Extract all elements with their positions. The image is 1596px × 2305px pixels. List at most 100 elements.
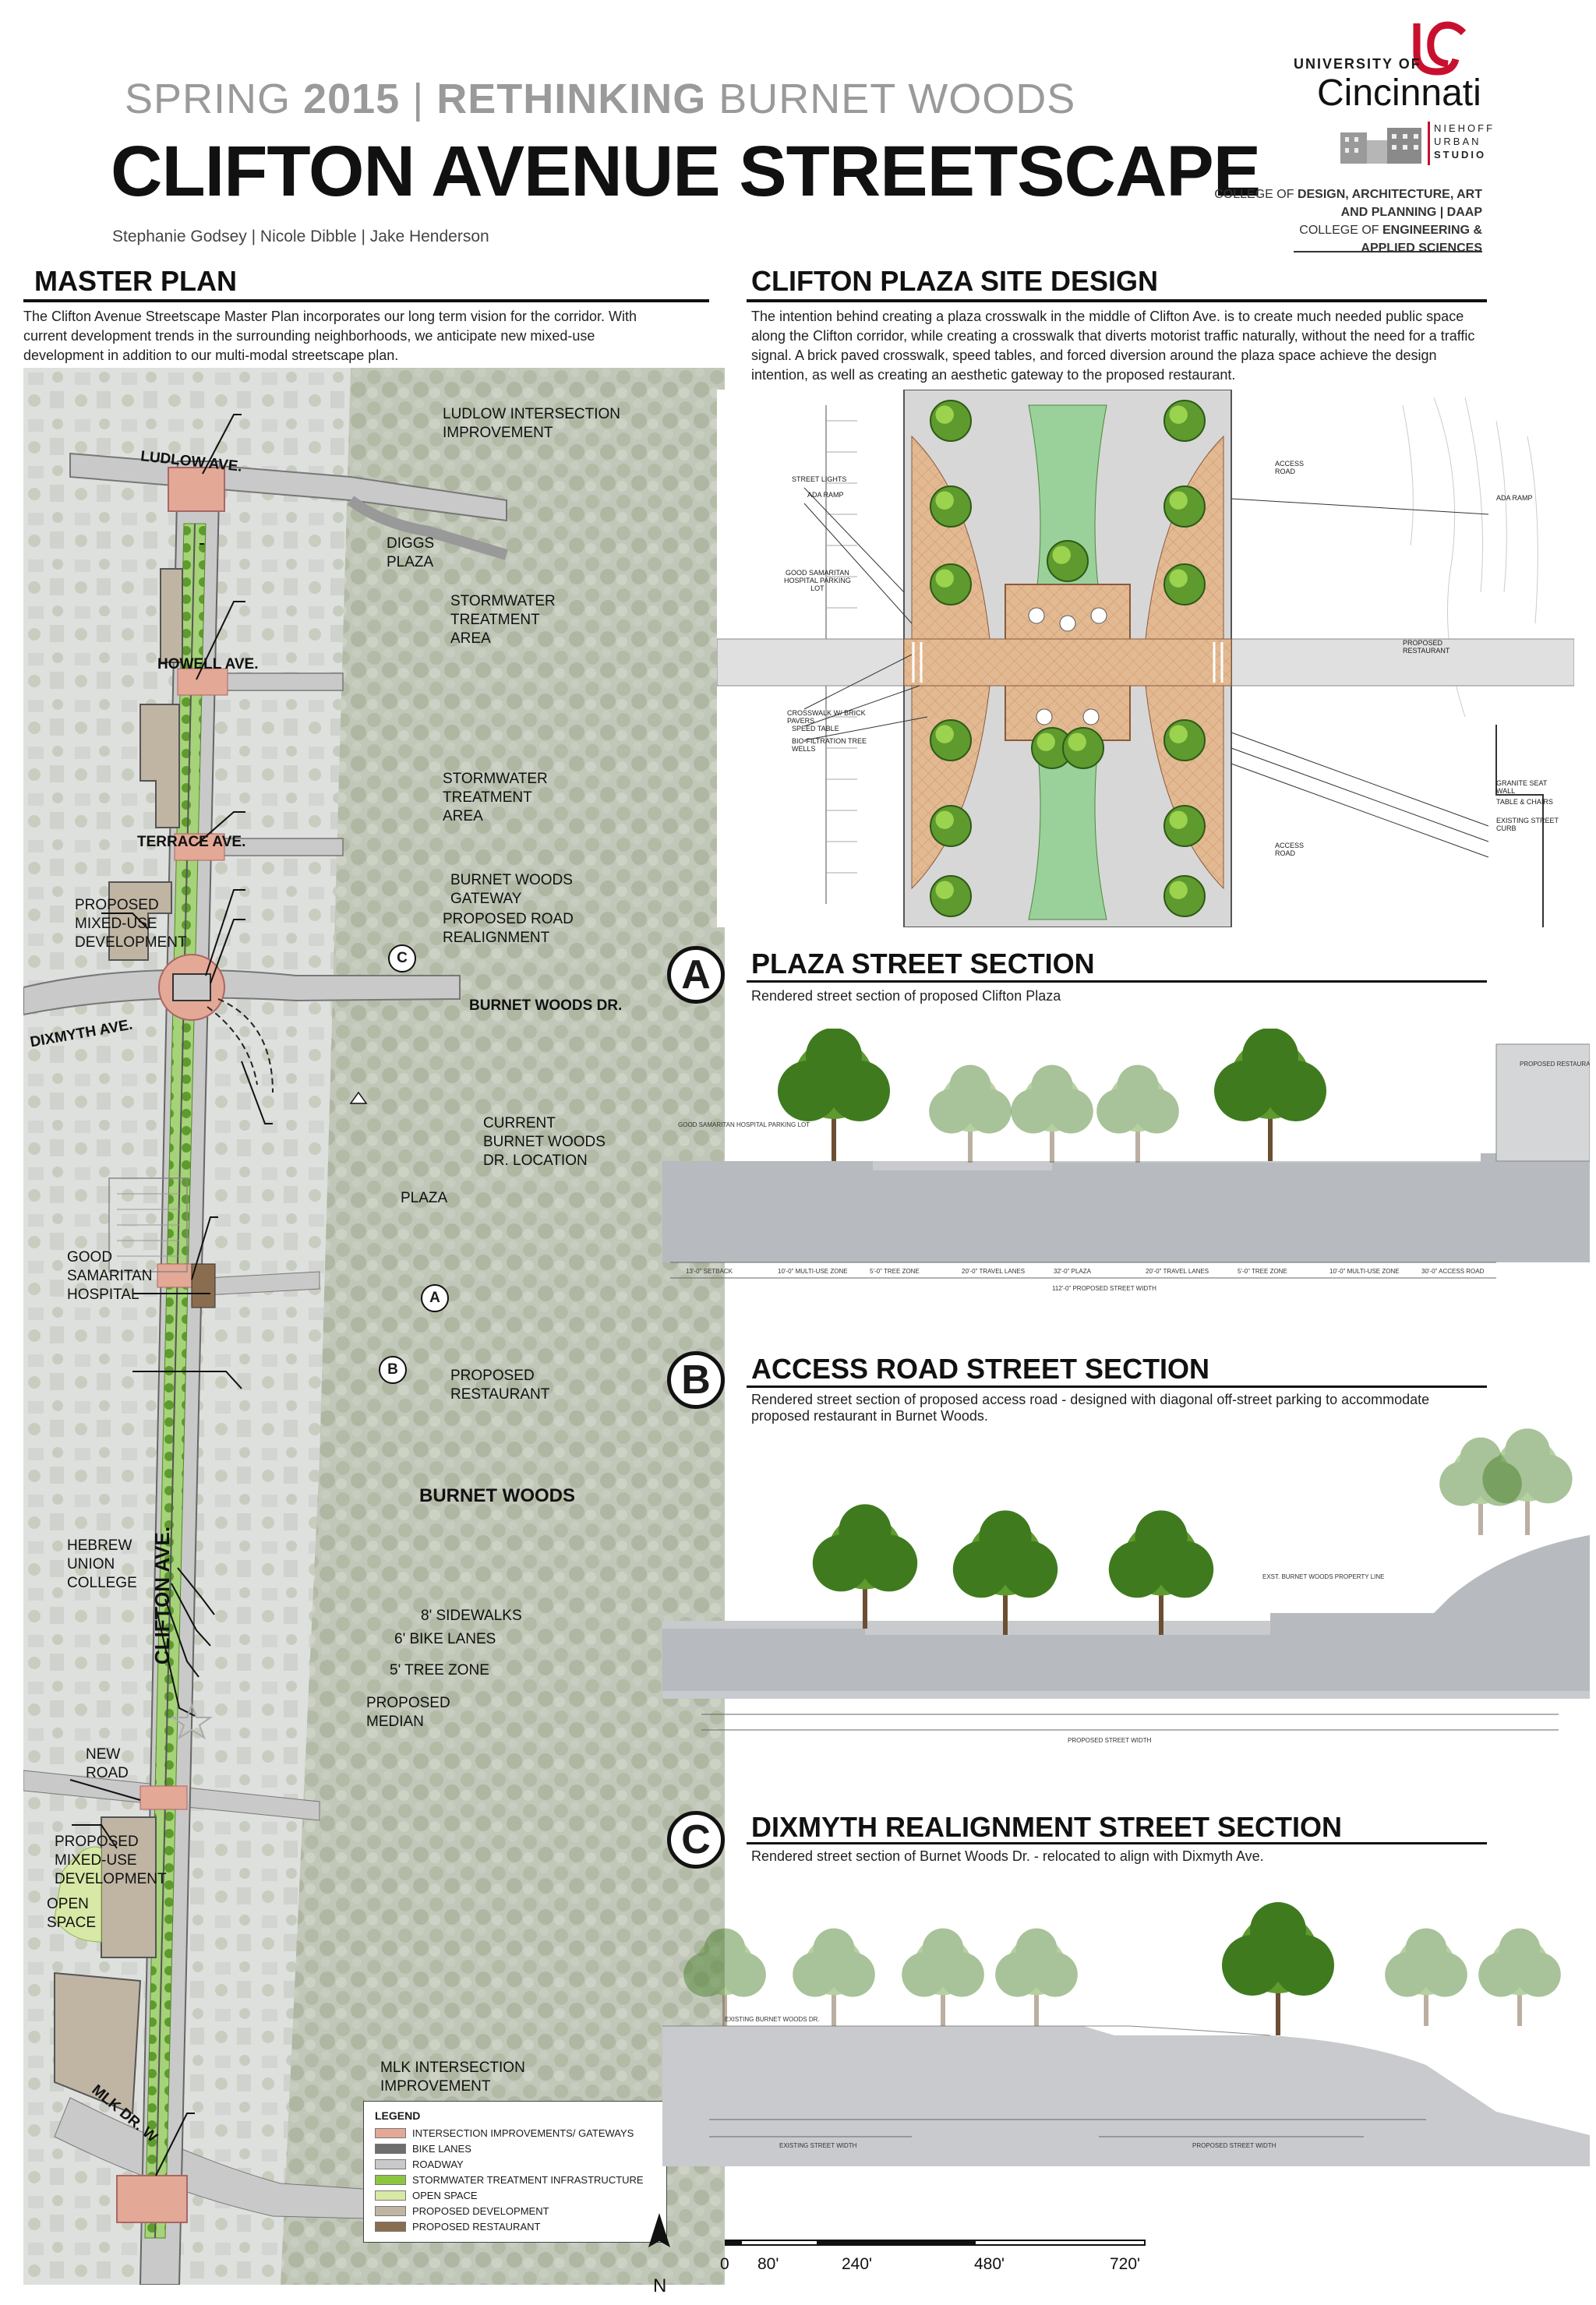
tree-icon [995, 1928, 1078, 2026]
legend-item: PROPOSED RESTAURANT [375, 2219, 655, 2234]
tree-canopy-icon [1163, 875, 1206, 917]
section-c-rule [747, 1842, 1487, 1844]
tree-canopy-icon [1163, 563, 1206, 605]
tree-canopy-icon [1163, 805, 1206, 847]
dimension-label: 5'-0" TREE ZONE [870, 1268, 920, 1275]
dimension-label: 20'-0" TRAVEL LANES [962, 1268, 1025, 1275]
label-burnet-woods: BURNET WOODS [419, 1485, 575, 1506]
legend-swatch [375, 2127, 406, 2138]
note-crosswalk: CROSSWALK W/ BRICK PAVERS [787, 709, 866, 725]
tree-icon [1108, 1510, 1214, 1635]
scale-480: 480' [974, 2255, 1005, 2273]
legend-label: BIKE LANES [412, 2142, 471, 2155]
plaza-site-plan-graphic [716, 389, 1575, 928]
section-c-graphic: EXISTING BURNET WOODS DR. EXISTING STREE… [662, 1902, 1590, 2166]
section-c-badge: C [667, 1811, 725, 1869]
section-b-drawing: PROPOSED STREET WIDTH EXST. BURNET WOODS… [662, 1426, 1590, 1753]
scale-240: 240' [842, 2255, 873, 2273]
section-marker-c[interactable]: C [388, 944, 416, 972]
label-current-location: CURRENT BURNET WOODS DR. LOCATION [483, 1115, 606, 1169]
tree-icon [902, 1928, 984, 2026]
urban-text: URBAN [1434, 136, 1481, 147]
legend-label: INTERSECTION IMPROVEMENTS/ GATEWAYS [412, 2127, 634, 2139]
label-diggs-plaza: DIGGS PLAZA [387, 535, 435, 570]
north-label: N [653, 2275, 667, 2296]
label-mixed-use-2: PROPOSED MIXED-USE DEVELOPMENT [55, 1834, 167, 1887]
tree-icon [812, 1504, 918, 1629]
label-tree-zone: 5' TREE ZONE [390, 1662, 489, 1678]
niehoff-text: NIEHOFF [1434, 122, 1495, 134]
note-proposed-restaurant: PROPOSED RESTAURANT [1403, 639, 1450, 655]
section-a-subtitle: Rendered street section of proposed Clif… [751, 988, 1061, 1004]
note-access-road-2: ACCESS ROAD [1275, 842, 1305, 857]
note-ada-ramp: ADA RAMP [807, 491, 844, 499]
section-marker-a[interactable]: A [421, 1284, 449, 1312]
section-c-drawing: EXISTING BURNET WOODS DR. EXISTING STREE… [662, 1886, 1590, 2213]
tree-icon [929, 1064, 1012, 1163]
legend-title: LEGEND [375, 2109, 421, 2122]
master-plan-map-graphic [23, 368, 725, 2285]
label-gateway: BURNET WOODS GATEWAY [450, 872, 573, 907]
dimension-label: 10'-0" MULTI-USE ZONE [778, 1268, 848, 1275]
section-a-title: PLAZA STREET SECTION [751, 948, 1095, 980]
authors: Stephanie Godsey | Nicole Dibble | Jake … [112, 228, 489, 245]
label-restaurant: PROPOSED RESTAURANT [450, 1368, 550, 1403]
legend-item: ROADWAY [375, 2156, 655, 2172]
tree-icon [1478, 1928, 1561, 2026]
tree-canopy-icon [930, 563, 972, 605]
note-biofiltration: BIO-FILTRATION TREE WELLS [792, 737, 867, 753]
niehoff-building-icon [1340, 128, 1421, 164]
legend-swatch [375, 2159, 406, 2169]
section-c-subtitle: Rendered street section of Burnet Woods … [751, 1848, 1264, 1864]
north-arrow-icon [648, 2213, 670, 2247]
tree-icon [1214, 1028, 1326, 1161]
label-stormwater-2: STORMWATER TREATMENT AREA [443, 771, 548, 824]
tree-icon [1439, 1437, 1522, 1535]
college-rule [1294, 251, 1482, 252]
tree-canopy-icon [930, 719, 972, 761]
plaza-design-rule [747, 299, 1487, 302]
section-a-total: 112'-0" PROPOSED STREET WIDTH [1052, 1285, 1156, 1292]
dimension-label: 20'-0" TRAVEL LANES [1146, 1268, 1209, 1275]
tree-canopy-icon [1163, 485, 1206, 528]
tree-icon [1096, 1064, 1179, 1163]
label-stormwater-1: STORMWATER TREATMENT AREA [450, 593, 556, 647]
uc-cincinnati: Cincinnati [1317, 72, 1481, 114]
section-c-proposed-width: PROPOSED STREET WIDTH [1192, 2142, 1276, 2149]
label-open-space: OPEN SPACE [47, 1896, 97, 1931]
legend-label: PROPOSED RESTAURANT [412, 2220, 541, 2233]
section-b-total: PROPOSED STREET WIDTH [1068, 1737, 1152, 1744]
studio-text: STUDIO [1434, 149, 1487, 161]
section-c-existing-width: EXISTING STREET WIDTH [779, 2142, 857, 2149]
label-plaza: PLAZA [401, 1190, 448, 1206]
legend-label: STORMWATER TREATMENT INFRASTRUCTURE [412, 2173, 644, 2186]
section-a-restaurant: PROPOSED RESTAURANT [1520, 1061, 1590, 1068]
section-a-drawing: GOOD SAMARITAN HOSPITAL PARKING LOT PROP… [662, 1028, 1596, 1301]
section-b-graphic: PROPOSED STREET WIDTH EXST. BURNET WOODS… [662, 1428, 1590, 1744]
legend-item: INTERSECTION IMPROVEMENTS/ GATEWAYS [375, 2125, 655, 2141]
scale-80: 80' [757, 2255, 779, 2273]
legend-item: BIKE LANES [375, 2141, 655, 2156]
uc-logo-icon [1413, 21, 1467, 76]
section-c-title: DIXMYTH REALIGNMENT STREET SECTION [751, 1811, 1343, 1843]
note-speed-table: SPEED TABLE [792, 725, 839, 732]
legend-item: PROPOSED DEVELOPMENT [375, 2203, 655, 2219]
plaza-design-text: The intention behind creating a plaza cr… [751, 309, 1475, 383]
legend-item: OPEN SPACE [375, 2187, 655, 2203]
legend-label: PROPOSED DEVELOPMENT [412, 2204, 549, 2217]
label-hebrew-union: HEBREW UNION COLLEGE [67, 1537, 137, 1591]
label-bike-lanes: 6' BIKE LANES [394, 1631, 496, 1647]
label-realignment: PROPOSED ROAD REALIGNMENT [443, 911, 574, 946]
label-burnet-woods-dr: BURNET WOODS DR. [469, 997, 623, 1014]
master-plan-rule [23, 299, 709, 302]
label-ludlow-improvement: LUDLOW INTERSECTION IMPROVEMENT [443, 406, 621, 441]
section-b-title: ACCESS ROAD STREET SECTION [751, 1353, 1210, 1385]
tree-icon [1385, 1928, 1467, 2026]
scale-bar [725, 2240, 1146, 2246]
tree-canopy-icon [1163, 400, 1206, 442]
section-marker-b[interactable]: B [379, 1356, 407, 1384]
legend-swatch [375, 2205, 406, 2216]
label-mixed-use-1: PROPOSED MIXED-USE DEVELOPMENT [75, 897, 187, 951]
note-ada-ramp-2: ADA RAMP [1496, 494, 1533, 502]
section-b-rule [747, 1385, 1487, 1388]
